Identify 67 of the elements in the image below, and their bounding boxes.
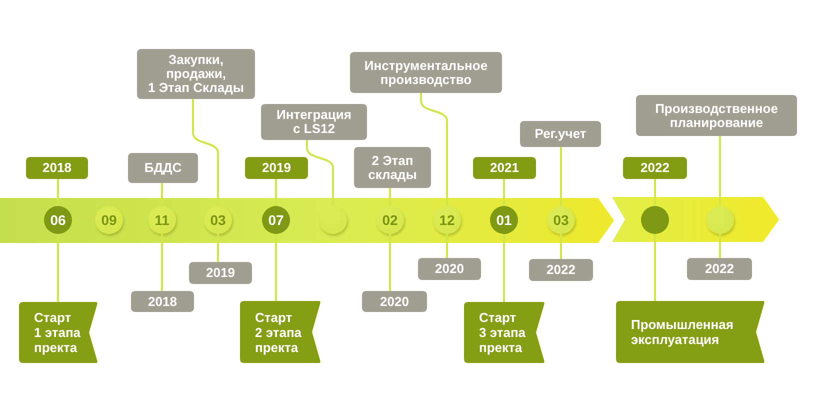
year-label: 2022: [546, 263, 576, 277]
milestone-label: Старт 3 этапа пректа: [479, 310, 526, 355]
year-label: 2021: [490, 161, 519, 175]
event-label: Рег.учет: [534, 127, 586, 141]
year-label: 2018: [42, 161, 72, 175]
month-number: 03: [210, 212, 226, 228]
year-label: 2022: [640, 161, 670, 175]
year-tag: [687, 258, 752, 280]
event-tag: [137, 49, 255, 99]
connector-line: [654, 234, 656, 301]
connector-line: [560, 147, 562, 206]
year-tag: [131, 291, 194, 312]
year-tag: [362, 291, 427, 312]
connector-line: [503, 234, 505, 302]
event-label: Производственное планирование: [655, 102, 778, 130]
event-tag: [636, 95, 797, 136]
connector-line: [446, 234, 448, 258]
event-label: Интеграция с LS12: [276, 108, 352, 136]
year-label: 2019: [262, 161, 291, 175]
event-label: 2 Этап склады: [368, 154, 417, 182]
flag-banner: [19, 302, 98, 363]
connector-line: [306, 140, 334, 206]
connector-line: [503, 179, 505, 206]
month-number: 01: [496, 212, 512, 228]
year-tag: [189, 262, 252, 284]
year-label: 2022: [705, 262, 734, 276]
connector-line: [719, 136, 721, 206]
month-number: 12: [439, 212, 455, 228]
month-number: 02: [382, 212, 398, 228]
year-label: 2019: [206, 266, 235, 280]
connector-line: [719, 234, 721, 258]
milestone-label: Промышленная эксплуатация: [631, 317, 734, 347]
month-number: 09: [101, 212, 117, 228]
connector-line: [420, 93, 448, 206]
year-label: 2020: [380, 294, 409, 308]
event-tag: [128, 153, 198, 183]
milestone-label: Старт 2 этапа пректа: [255, 310, 302, 354]
event-tag: [520, 121, 601, 147]
month-number: 03: [553, 212, 569, 228]
year-label: 2020: [435, 262, 464, 276]
event-tag: [354, 147, 431, 188]
year-tag: [529, 259, 593, 281]
connector-line: [389, 188, 391, 206]
event-label: БДДС: [144, 161, 182, 175]
year-tag: [26, 157, 88, 179]
connector-line: [389, 234, 391, 291]
flag-banner: [616, 301, 765, 363]
milestone-label: Старт 1 этапа пректа: [34, 310, 81, 355]
event-label: Закупки, продажи, 1 Этап Склады: [148, 53, 244, 95]
connector-line: [654, 179, 656, 206]
event-tag: [261, 104, 367, 140]
month-number: 11: [154, 212, 170, 228]
event-tag: [350, 52, 502, 93]
month-number: 07: [268, 212, 284, 228]
connector-line: [57, 234, 59, 302]
year-label: 2018: [148, 294, 177, 308]
flag-banner: [240, 301, 321, 363]
connector-line: [57, 179, 59, 206]
year-tag: [418, 258, 481, 280]
year-tag: [473, 157, 536, 179]
year-tag: [623, 157, 687, 179]
connector-line: [560, 234, 562, 259]
year-tag: [245, 157, 308, 179]
month-number: 06: [50, 212, 66, 228]
flag-banner: [464, 302, 545, 363]
event-label: Инструментальное производство: [364, 58, 488, 86]
timeline-band: [612, 197, 779, 242]
